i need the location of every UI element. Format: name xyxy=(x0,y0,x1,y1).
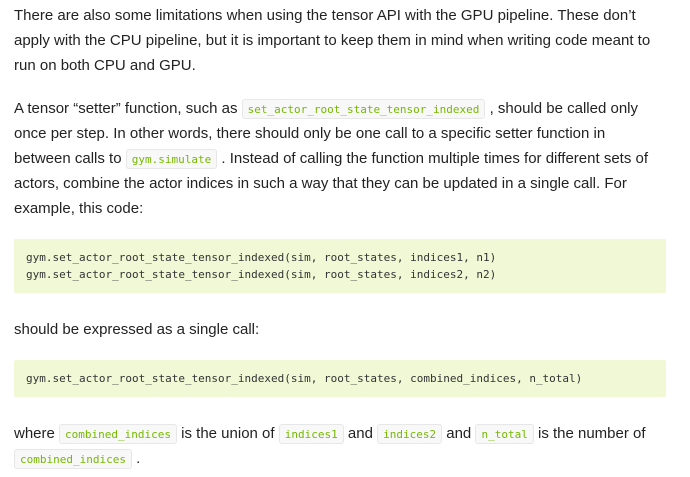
post-content: There are also some limitations when usi… xyxy=(14,3,666,471)
code-block-two-calls: gym.set_actor_root_state_tensor_indexed(… xyxy=(14,239,666,293)
paragraph-text: where xyxy=(14,425,60,442)
code-block-combined-call: gym.set_actor_root_state_tensor_indexed(… xyxy=(14,360,666,397)
inline-code-combined-indices: combined_indices xyxy=(59,424,177,444)
paragraph-text: and xyxy=(442,425,476,442)
paragraph-text: . Instead of calling the function multip… xyxy=(14,150,648,217)
paragraph-text: should be expressed as a single call: xyxy=(14,321,260,338)
code-line: gym.set_actor_root_state_tensor_indexed(… xyxy=(26,268,497,281)
paragraph-text: is the union of xyxy=(177,425,279,442)
inline-code-gym-simulate: gym.simulate xyxy=(125,149,218,169)
paragraph-limitations: There are also some limitations when usi… xyxy=(14,3,666,78)
paragraph-setter-function: A tensor “setter” function, such as set_… xyxy=(14,96,666,221)
code-line: gym.set_actor_root_state_tensor_indexed(… xyxy=(26,251,497,264)
paragraph-text: There are also some limitations when usi… xyxy=(14,7,651,74)
inline-code-indices2: indices2 xyxy=(377,424,443,444)
paragraph-single-call: should be expressed as a single call: xyxy=(14,317,666,342)
paragraph-text: and xyxy=(343,425,378,442)
paragraph-text: . xyxy=(131,450,141,467)
inline-code-set-actor-root-state-tensor-indexed: set_actor_root_state_tensor_indexed xyxy=(241,99,486,119)
code-line: gym.set_actor_root_state_tensor_indexed(… xyxy=(26,372,583,385)
paragraph-where: where combined_indices is the union of i… xyxy=(14,421,666,471)
paragraph-text: A tensor “setter” function, such as xyxy=(14,100,242,117)
inline-code-indices1: indices1 xyxy=(278,424,344,444)
paragraph-text: , should be called only once per step. I… xyxy=(14,100,639,167)
paragraph-text: is the number of xyxy=(533,425,646,442)
inline-code-n-total: n_total xyxy=(475,424,534,444)
inline-code-combined-indices: combined_indices xyxy=(14,449,132,469)
